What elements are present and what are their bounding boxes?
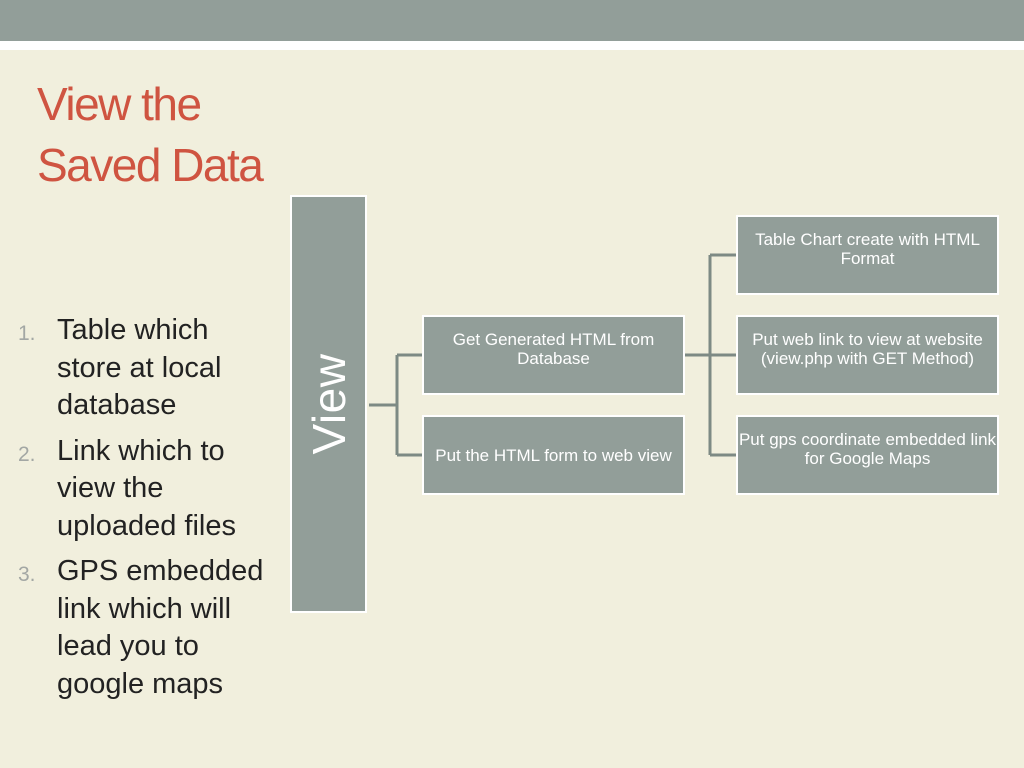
node-label: Table Chart create with HTML Format [755,230,980,268]
list-item: 1. Table which store at local database [18,312,278,425]
list-item-text: GPS embedded link which will lead you to… [57,555,264,700]
connector-level2-to-level3 [684,253,737,457]
node-label: Put the HTML form to web view [435,445,672,465]
connector-root-to-level2 [369,353,423,457]
header-divider [0,41,1024,50]
bullet-list: 1. Table which store at local database 2… [18,312,278,711]
list-item-text: Link which to view the uploaded files [57,434,236,542]
header-bar [0,0,1024,41]
list-item: 2. Link which to view the uploaded files [18,433,278,546]
list-item-text: Table which store at local database [57,314,222,421]
node-get-generated-html: Get Generated HTML from Database [422,315,685,395]
node-label: Get Generated HTML from Database [452,330,655,368]
node-label: Put web link to view at website (view.ph… [752,330,983,368]
list-item-number: 1. [18,322,36,345]
list-item: 3. GPS embedded link which will lead you… [18,553,278,703]
node-table-chart: Table Chart create with HTML Format [736,215,999,295]
node-web-link: Put web link to view at website (view.ph… [736,315,999,395]
node-label: Put gps coordinate embedded link for Goo… [738,430,997,468]
diagram-root-node: View [290,195,367,613]
list-item-number: 3. [18,563,36,586]
list-item-number: 2. [18,442,36,466]
node-gps-link: Put gps coordinate embedded link for Goo… [736,415,999,495]
slide-title: View the Saved Data [37,78,264,191]
diagram-root-label: View [302,353,355,455]
node-put-html-form: Put the HTML form to web view [422,415,685,495]
